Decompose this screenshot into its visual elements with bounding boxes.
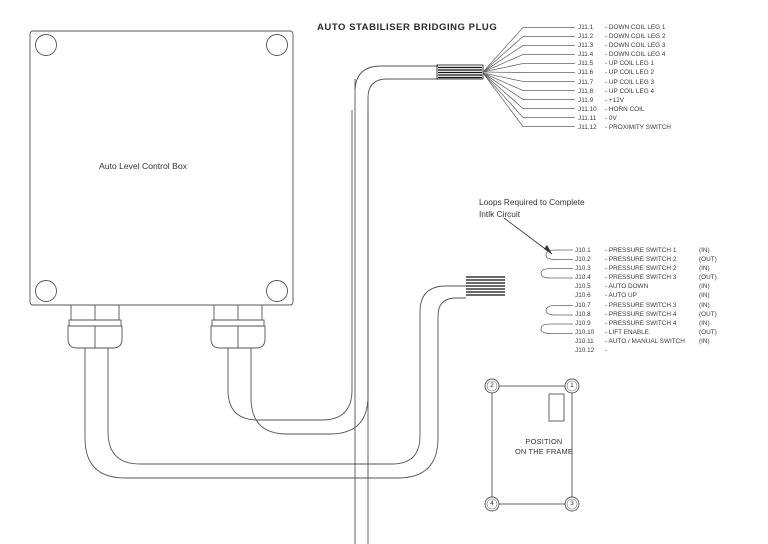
pin-description: - DOWN COIL LEG 1 bbox=[605, 24, 666, 31]
pin-direction: (IN) bbox=[699, 337, 710, 345]
loops-note-line2: Intlk Circuit bbox=[479, 208, 521, 219]
pin-id: J10.9 bbox=[575, 319, 591, 327]
page-title: AUTO STABILISER BRIDGING PLUG bbox=[317, 22, 498, 33]
pin-id: J10.3 bbox=[575, 265, 591, 273]
pin-id: J11.9 bbox=[578, 96, 594, 104]
pin-description: - LIFT ENABLE bbox=[605, 328, 649, 336]
pin-id: J11.1 bbox=[578, 24, 594, 31]
frame-corner-top-right: 1 bbox=[570, 382, 574, 389]
pin-description: - 0V bbox=[605, 114, 617, 122]
pin-direction: (IN) bbox=[699, 283, 710, 291]
pin-id: J11.4 bbox=[578, 51, 594, 59]
pin-id: J10.6 bbox=[575, 292, 591, 300]
j10-cable-bundle bbox=[466, 276, 505, 296]
j11-leader-lines bbox=[482, 27, 575, 127]
pin-direction: (IN) bbox=[699, 292, 710, 300]
pin-description: - bbox=[605, 347, 608, 355]
pin-id: J11.8 bbox=[578, 87, 594, 95]
loops-note: Loops Required to Complete Intlk Circuit bbox=[479, 197, 585, 220]
pin-id: J10.5 bbox=[575, 283, 591, 291]
frame-label-line1: POSITION bbox=[525, 437, 563, 446]
pin-id: J10.8 bbox=[575, 310, 591, 318]
pin-description: - AUTO UP bbox=[605, 292, 637, 300]
j11-cable-bundle bbox=[438, 66, 482, 79]
pin-id: J10.7 bbox=[575, 301, 591, 309]
pin-id: J11.11 bbox=[578, 114, 597, 122]
frame-corner-bottom-left: 4 bbox=[490, 500, 494, 507]
j10-loop-wires bbox=[540, 249, 573, 334]
loops-note-arrow bbox=[503, 217, 553, 255]
pin-description: - DOWN COIL LEG 3 bbox=[605, 42, 666, 50]
frame-mount-plate bbox=[548, 393, 565, 422]
pin-direction: (OUT) bbox=[699, 274, 717, 282]
pin-direction: (OUT) bbox=[699, 310, 717, 318]
pin-description: - UP COIL LEG 2 bbox=[605, 69, 655, 77]
pin-id: J11.5 bbox=[578, 60, 594, 68]
conduit-lower-b bbox=[227, 110, 369, 435]
pin-id: J10.12 bbox=[575, 347, 595, 355]
pin-description: - HORN COIL bbox=[605, 105, 645, 113]
pin-description: - DOWN COIL LEG 4 bbox=[605, 51, 666, 59]
cable-gland-left bbox=[67, 304, 123, 349]
cable-gland-right bbox=[210, 304, 266, 349]
pin-description: - PRESSURE SWITCH 1 bbox=[605, 247, 677, 254]
frame-corner-top-left: 2 bbox=[490, 382, 494, 389]
pin-id: J11.6 bbox=[578, 69, 594, 77]
pin-id: J11.7 bbox=[578, 78, 594, 86]
pin-description: - PRESSURE SWITCH 4 bbox=[605, 319, 677, 327]
pin-description: - PRESSURE SWITCH 3 bbox=[605, 301, 677, 309]
pin-description: - AUTO / MANUAL SWITCH bbox=[605, 337, 685, 345]
conduit-upper bbox=[354, 65, 438, 544]
pin-direction: (IN) bbox=[699, 247, 710, 254]
pin-description: - PRESSURE SWITCH 2 bbox=[605, 256, 677, 264]
control-box-outline bbox=[29, 30, 294, 306]
pin-id: J11.10 bbox=[578, 105, 597, 113]
frame-label-line2: ON THE FRAME bbox=[514, 446, 574, 456]
pin-description: - UP COIL LEG 1 bbox=[605, 60, 655, 68]
pin-direction: (IN) bbox=[699, 319, 710, 327]
pin-description: - UP COIL LEG 3 bbox=[605, 78, 655, 86]
conduit-lower-a bbox=[84, 285, 466, 479]
pin-id: J10.10 bbox=[575, 328, 595, 336]
pin-id: J11.12 bbox=[578, 124, 597, 132]
frame-position-label: POSITION ON THE FRAME bbox=[509, 437, 579, 456]
pin-id: J10.2 bbox=[575, 256, 591, 264]
pin-id: J11.2 bbox=[578, 33, 594, 41]
pin-description: - PRESSURE SWITCH 4 bbox=[605, 310, 677, 318]
pin-description: - DOWN COIL LEG 2 bbox=[605, 33, 666, 41]
loops-note-line1: Loops Required to Complete bbox=[479, 197, 585, 207]
pin-description: - PRESSURE SWITCH 3 bbox=[605, 274, 677, 282]
pin-direction: (IN) bbox=[699, 265, 710, 273]
pin-description: - PROXIMITY SWITCH bbox=[605, 124, 671, 132]
pin-description: - UP COIL LEG 4 bbox=[605, 87, 655, 95]
pin-direction: (OUT) bbox=[699, 328, 717, 336]
pin-direction: (OUT) bbox=[699, 256, 717, 264]
pin-description: - +12V bbox=[605, 96, 625, 104]
pin-description: - AUTO DOWN bbox=[605, 283, 649, 291]
pin-direction: (IN) bbox=[699, 301, 710, 309]
frame-position-diagram bbox=[484, 378, 580, 512]
pin-id: J10.11 bbox=[575, 337, 594, 345]
pin-description: - PRESSURE SWITCH 2 bbox=[605, 265, 677, 273]
pin-id: J10.4 bbox=[575, 274, 591, 282]
pin-id: J11.3 bbox=[578, 42, 594, 50]
control-box-label: Auto Level Control Box bbox=[99, 161, 187, 171]
frame-corner-bottom-right: 3 bbox=[570, 500, 574, 507]
pin-id: J10.1 bbox=[575, 247, 591, 254]
